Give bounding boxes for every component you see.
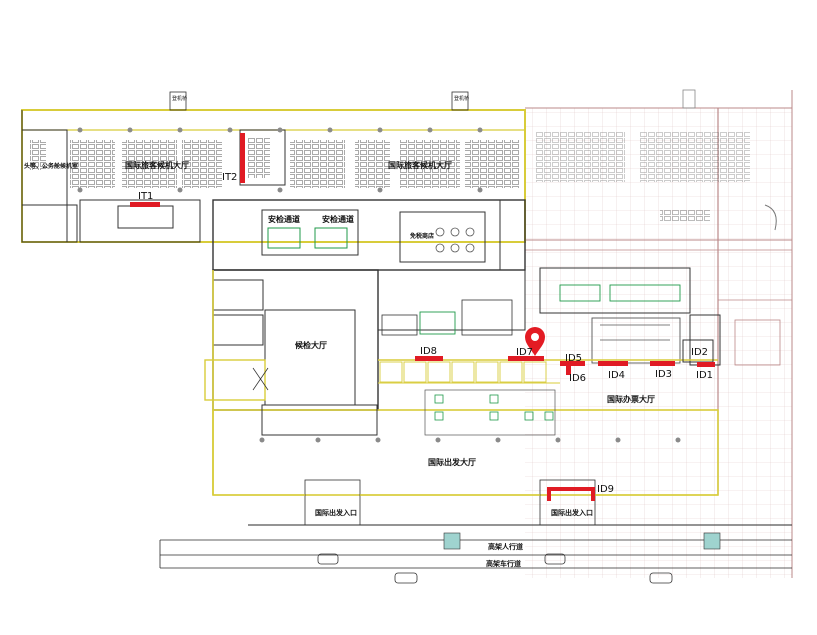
area-labels: 国际旅客候机大厅 国际旅客候机大厅 头等、公务舱候机室 登机桥 登机桥 安检通道… [24, 95, 655, 568]
label-hall-right: 国际旅客候机大厅 [388, 160, 452, 170]
marker-bar-id4[interactable] [598, 361, 628, 366]
label-entrance-1: 国际出发入口 [315, 508, 357, 517]
marker-bar-id7[interactable] [508, 356, 544, 361]
marker-bar-it2[interactable] [240, 133, 245, 183]
map-pin-icon[interactable] [525, 327, 545, 356]
departure-hall [212, 270, 719, 526]
label-id1: ID1 [696, 370, 713, 381]
security-area [212, 199, 526, 271]
marker-labels: IT1 IT2 ID8 ID7 ID5 ID6 ID4 ID3 ID2 ID1 … [138, 172, 713, 495]
label-entrance-2: 国际出发入口 [551, 508, 593, 517]
label-roadway: 高架车行道 [486, 559, 521, 568]
departure-lounge [21, 91, 526, 243]
label-stair-2: 登机桥 [454, 95, 469, 102]
label-ticket-hall: 国际办票大厅 [607, 394, 655, 404]
label-id7: ID7 [516, 347, 533, 358]
marker-bar-it1[interactable] [130, 202, 160, 207]
label-security-2: 安检通道 [322, 214, 354, 224]
label-stair-1: 登机桥 [172, 95, 187, 102]
elevated-road [159, 524, 792, 584]
right-wing-structure [525, 89, 793, 578]
label-id5: ID5 [565, 353, 582, 364]
label-id3: ID3 [655, 369, 672, 380]
marker-bar-id5[interactable] [560, 361, 585, 366]
label-id6: ID6 [569, 373, 586, 384]
marker-bar-id3[interactable] [650, 361, 675, 366]
label-id9: ID9 [597, 484, 614, 495]
marker-bar-id9[interactable] [547, 487, 595, 491]
label-walkway: 高架人行道 [488, 542, 523, 551]
label-id4: ID4 [608, 370, 625, 381]
label-id8: ID8 [420, 346, 437, 357]
label-it2: IT2 [222, 172, 237, 183]
label-it1: IT1 [138, 191, 153, 202]
marker-bar-id6[interactable] [566, 361, 571, 375]
label-duty-free: 免税商店 [410, 232, 434, 240]
label-hall-left: 国际旅客候机大厅 [125, 160, 189, 170]
label-id2: ID2 [691, 347, 708, 358]
marker-bar-id8[interactable] [415, 356, 443, 361]
label-security-1: 安检通道 [268, 214, 300, 224]
label-vip-room: 头等、公务舱候机室 [24, 162, 78, 170]
service-point-markers [130, 133, 715, 501]
label-waiting-hall: 候检大厅 [295, 340, 327, 350]
label-departure-hall: 国际出发大厅 [428, 457, 476, 467]
marker-bar-id1[interactable] [697, 362, 715, 367]
